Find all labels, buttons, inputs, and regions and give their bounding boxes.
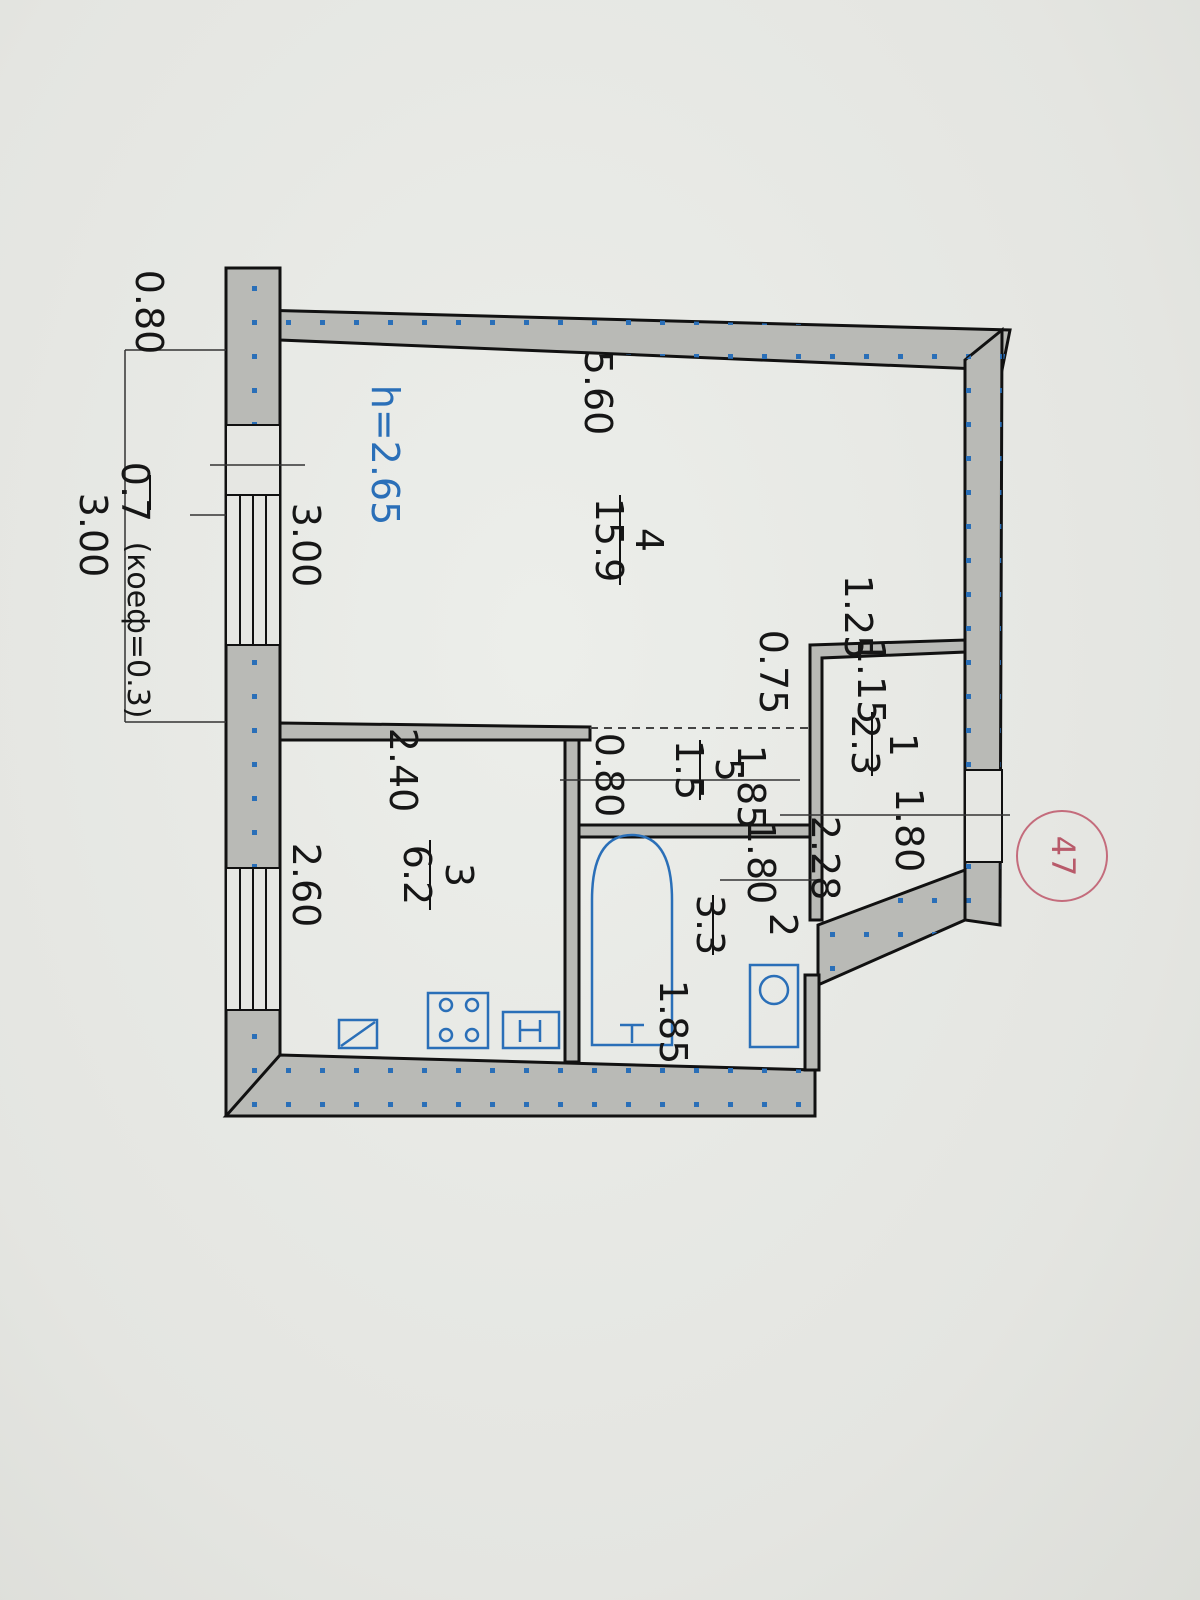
toilet-icon [748,963,800,1049]
stamp-circle [1016,810,1108,902]
dim-3-00: 3.00 [284,503,328,588]
room-3-area: 6.2 [395,845,439,905]
room-5-area: 1.5 [667,740,711,800]
stamp-number: 47 [1044,836,1082,877]
bathtub-icon [590,833,674,1047]
dim-5-60: 5.60 [576,351,620,436]
wall-room4-room3 [278,721,592,742]
entry-door-gap [964,769,1003,863]
room-2-area: 3.3 [688,895,732,955]
room-1-area: 2.3 [843,715,887,775]
dim-1-80-bath: 1.80 [739,820,783,905]
room-2-number: 2 [761,913,805,937]
dim-1-80-entry: 1.80 [887,788,931,873]
wall-bath-right [803,973,821,1072]
room-3-number: 3 [437,863,481,887]
window-bottom [225,867,281,1011]
dim-3-00-window: 3.00 [71,493,115,578]
boiler-icon [337,1018,379,1050]
window-top [225,494,281,646]
dim-1-25: 1.25 [836,575,880,660]
dimension-lines [124,349,1010,881]
room-1-number: 1 [881,733,925,757]
dim-0-80-hall: 0.80 [587,733,631,818]
dim-0-80-wall: 0.80 [127,270,171,355]
dim-1-85-hall: 1.85 [729,745,773,830]
window-note-coef: (коеф=0.3) [120,542,155,719]
height-label: h=2.65 [363,385,407,526]
sink-icon [501,1010,561,1050]
dim-2-60: 2.60 [284,843,328,928]
interior-walls [278,638,967,1072]
dim-1-15: 1.15 [849,640,893,725]
wall-room3-bath [563,738,581,1064]
dim-0-75: 0.75 [751,630,795,715]
wall-room1-left [808,638,967,922]
balcony-door [225,424,281,496]
dim-1-85-bath: 1.85 [651,980,695,1065]
room-4-area: 15.9 [587,498,631,583]
room-5-number: 5 [707,758,751,782]
stove-icon [426,991,490,1050]
dim-2-40: 2.40 [381,728,425,813]
dim-2-28: 2.28 [803,816,847,901]
room-4-number: 4 [627,528,671,552]
fixtures [337,833,800,1050]
